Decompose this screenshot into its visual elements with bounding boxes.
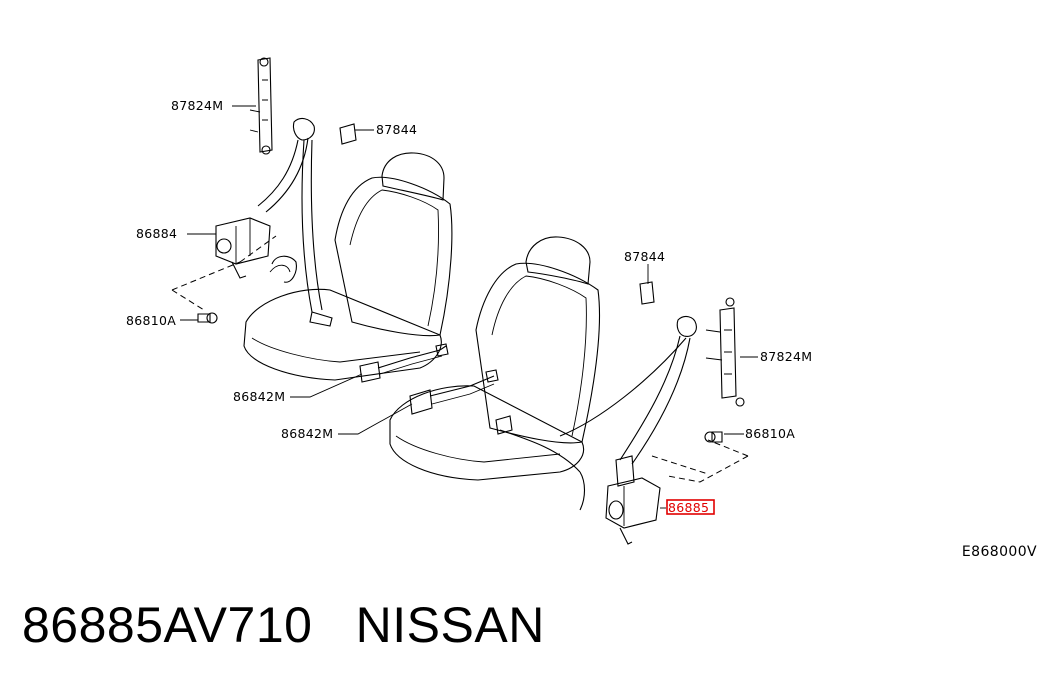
left-belt-assembly: [171, 57, 449, 383]
label-86810A-left: 86810A: [126, 313, 176, 328]
leader-lines: [180, 105, 758, 509]
label-87824M-left: 87824M: [171, 98, 223, 113]
callout-labels: 87824M 87844 86884 86810A 86842M 86842M …: [126, 98, 812, 515]
diagram-code: E868000V: [961, 544, 1037, 560]
seat-belt-diagram: 87824M 87844 86884 86810A 86842M 86842M …: [126, 57, 812, 545]
label-86884: 86884: [136, 226, 177, 241]
label-86885-highlighted[interactable]: 86885: [668, 500, 709, 515]
part-caption: 86885AV710 NISSAN: [22, 596, 545, 654]
label-86810A-right: 86810A: [745, 426, 795, 441]
part-number: 86885AV710: [22, 597, 313, 653]
right-seat: [389, 236, 600, 481]
right-belt-assembly: [409, 281, 749, 545]
label-86842M-right: 86842M: [281, 426, 333, 441]
label-87844-right: 87844: [624, 249, 665, 264]
label-87824M-right: 87824M: [760, 349, 812, 364]
label-87844-left: 87844: [376, 122, 417, 137]
left-seat: [243, 152, 453, 381]
label-86842M-left: 86842M: [233, 389, 285, 404]
highlight-box: [666, 499, 715, 515]
brand-name: NISSAN: [355, 597, 545, 653]
